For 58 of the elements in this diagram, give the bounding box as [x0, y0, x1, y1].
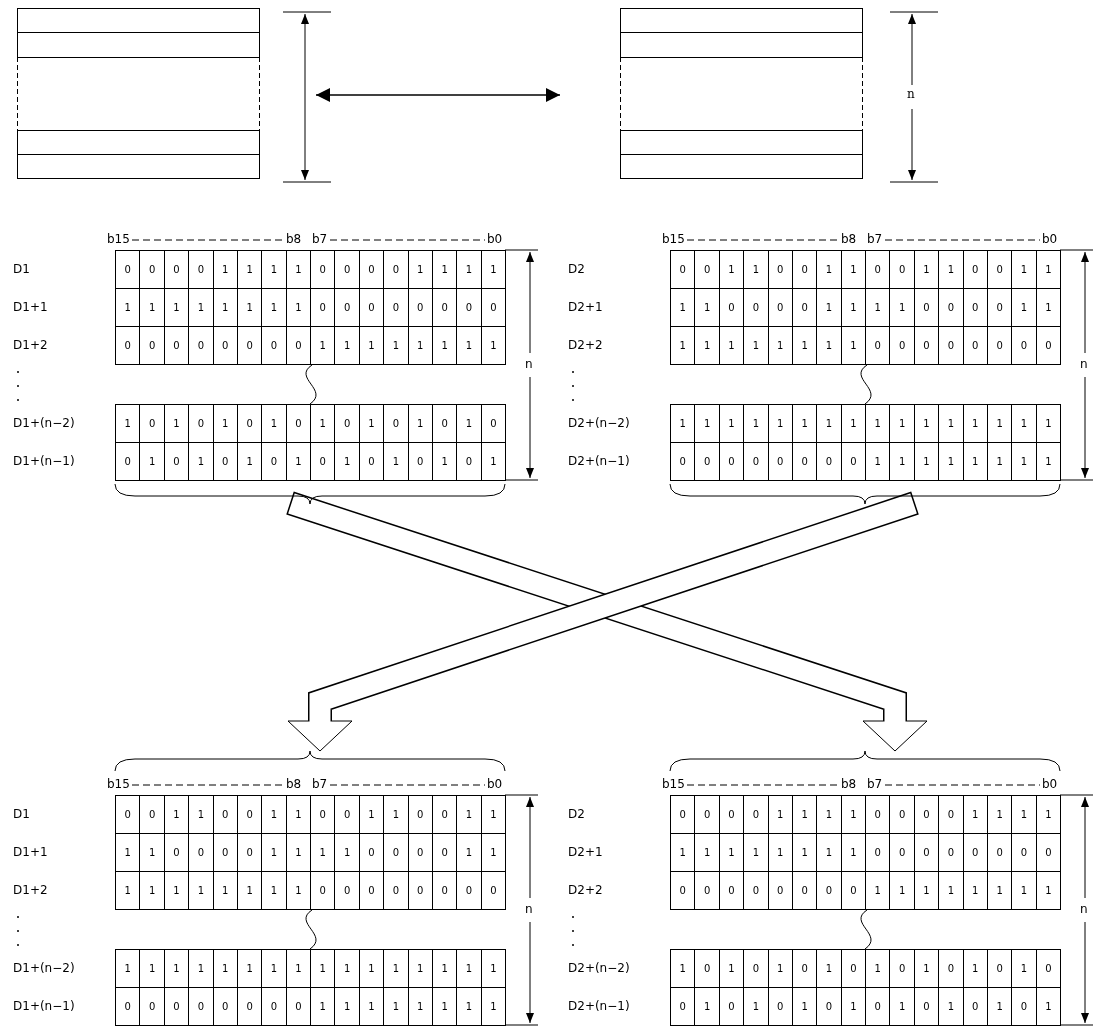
bit-cell: 1: [115, 871, 141, 910]
bit-number: b0: [487, 233, 503, 245]
bit-cell: 0: [480, 871, 506, 910]
bit-cell: 1: [1035, 871, 1061, 910]
register-label: D2+(n−2): [568, 962, 630, 974]
bit-number: b7: [312, 778, 328, 790]
bit-cell: 1: [1035, 442, 1061, 481]
register-label: D2+2: [568, 339, 603, 351]
register-label: D2: [568, 808, 585, 820]
register-label: D1+(n−1): [13, 455, 75, 467]
bit-number: b8: [286, 778, 302, 790]
register-label: D1+1: [13, 301, 48, 313]
bit-cell: 0: [670, 987, 696, 1026]
bit-number: b0: [1042, 778, 1058, 790]
bit-number: b7: [867, 233, 883, 245]
dimension-label: n: [907, 88, 915, 100]
register-label: D1+2: [13, 339, 48, 351]
register-label: D1: [13, 263, 30, 275]
bit-cell: 0: [115, 442, 141, 481]
bit-cell: 0: [1035, 326, 1061, 365]
bit-cell: 1: [670, 326, 696, 365]
bit-number: b8: [286, 233, 302, 245]
dimension-label: n: [525, 903, 533, 915]
bit-number: b15: [107, 778, 130, 790]
bit-cell: 0: [670, 442, 696, 481]
bit-number: b15: [107, 233, 130, 245]
register-label: D2+1: [568, 846, 603, 858]
bit-cell: 0: [115, 987, 141, 1026]
bit-number: b15: [662, 778, 685, 790]
register-label: D2: [568, 263, 585, 275]
bit-number: b0: [487, 778, 503, 790]
bit-number: b8: [841, 778, 857, 790]
bit-cell: 0: [115, 326, 141, 365]
bit-cell: 0: [670, 871, 696, 910]
bit-cell: 1: [480, 326, 506, 365]
register-label: D2+(n−1): [568, 1000, 630, 1012]
dimension-label: n: [525, 358, 533, 370]
bit-cell: 1: [480, 987, 506, 1026]
bit-number: b7: [312, 233, 328, 245]
bit-cell: 1: [1035, 987, 1061, 1026]
bit-number: b7: [867, 778, 883, 790]
register-label: D1+2: [13, 884, 48, 896]
register-label: D1: [13, 808, 30, 820]
register-label: D1+1: [13, 846, 48, 858]
bit-cell: 1: [480, 442, 506, 481]
arrow: [315, 88, 561, 102]
bit-number: b8: [841, 233, 857, 245]
register-label: D2+2: [568, 884, 603, 896]
dimension-label: n: [1080, 358, 1088, 370]
bit-number: b15: [662, 233, 685, 245]
register-label: D1+(n−2): [13, 962, 75, 974]
dimension-label: n: [1080, 903, 1088, 915]
register-label: D2+(n−2): [568, 417, 630, 429]
bit-number: b0: [1042, 233, 1058, 245]
register-label: D2+1: [568, 301, 603, 313]
register-label: D1+(n−2): [13, 417, 75, 429]
register-label: D1+(n−1): [13, 1000, 75, 1012]
register-label: D2+(n−1): [568, 455, 630, 467]
